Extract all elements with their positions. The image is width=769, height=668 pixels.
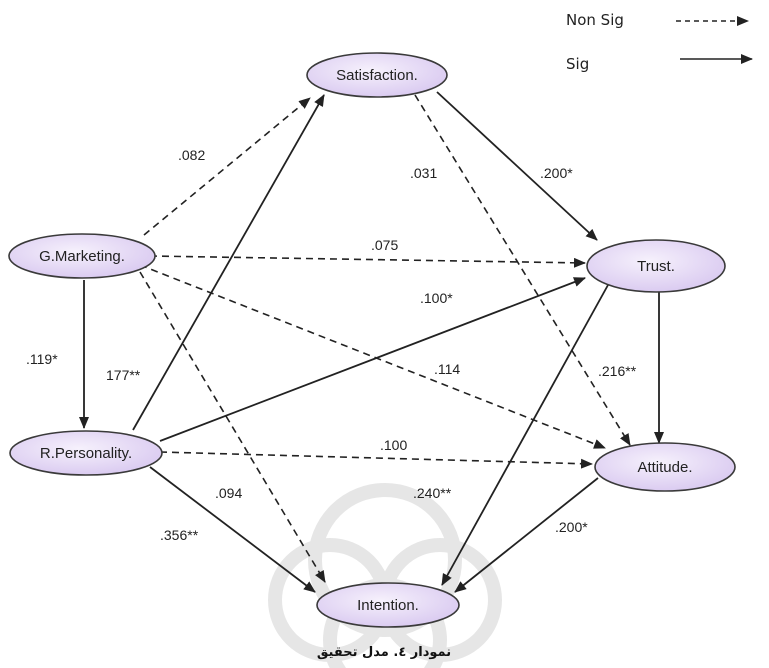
coef-trust-intention: .240**	[413, 485, 452, 501]
path-gmarketing-trust	[149, 255, 586, 268]
node-g-marketing: G.Marketing.	[8, 233, 156, 279]
path-gmarketing-attitude	[139, 264, 606, 449]
node-attitude-shape	[594, 442, 736, 492]
coef-gmarketing-trust: .075	[371, 237, 398, 253]
coef-rpersonality-satisfaction: 177**	[106, 367, 141, 383]
path-gmarketing-satisfaction	[143, 97, 311, 236]
node-g-marketing-label: G.Marketing.	[39, 248, 125, 265]
coef-trust-attitude: .216**	[598, 363, 637, 379]
node-intention-shape	[316, 582, 460, 628]
sig-paths	[79, 91, 664, 593]
coef-rpersonality-trust: .100*	[420, 290, 453, 306]
figure-caption: نمودار ٤. مدل تحقیق	[317, 645, 451, 660]
coef-attitude-intention: .200*	[555, 519, 588, 535]
node-r-personality-label: R.Personality.	[40, 445, 132, 462]
path-rpersonality-attitude	[159, 451, 593, 469]
node-trust: Trust.	[586, 239, 726, 293]
coef-satisfaction-trust: .200*	[540, 165, 573, 181]
coef-satisfaction-attitude: .031	[410, 165, 437, 181]
path-satisfaction-attitude	[414, 94, 631, 446]
nonsig-paths	[139, 94, 631, 583]
path-trust-intention	[441, 284, 609, 586]
node-intention-label: Intention.	[357, 597, 419, 614]
path-rpersonality-trust	[159, 277, 586, 442]
node-attitude-label: Attitude.	[637, 459, 692, 476]
coefficients: .082 .075 .119* .114 .094 177** .100* .1…	[26, 147, 637, 543]
node-r-personality-shape	[9, 430, 163, 476]
path-rpersonality-satisfaction	[132, 94, 325, 431]
node-r-personality: R.Personality.	[9, 430, 163, 476]
path-rpersonality-intention	[149, 466, 316, 593]
coef-gmarketing-satisfaction: .082	[178, 147, 205, 163]
watermark-ornament	[268, 483, 502, 668]
path-attitude-intention	[454, 477, 599, 593]
node-trust-label: Trust.	[637, 258, 675, 275]
coef-gmarketing-intention: .094	[215, 485, 242, 501]
node-intention: Intention.	[316, 582, 460, 628]
path-gmarketing-intention	[139, 271, 326, 583]
node-trust-shape	[586, 239, 726, 293]
path-satisfaction-trust	[436, 91, 598, 241]
node-satisfaction: Satisfaction.	[306, 52, 448, 98]
legend-nonsig-label: Non Sig	[566, 11, 624, 29]
node-attitude: Attitude.	[594, 442, 736, 492]
node-satisfaction-label: Satisfaction.	[336, 67, 418, 84]
coef-rpersonality-attitude: .100	[380, 437, 407, 453]
node-satisfaction-shape	[306, 52, 448, 98]
legend: Non Sig Sig	[566, 11, 753, 73]
node-g-marketing-shape	[8, 233, 156, 279]
coef-gmarketing-attitude: .114	[434, 361, 460, 377]
legend-sig-label: Sig	[566, 55, 589, 73]
coef-gmarketing-rpersonality: .119*	[26, 351, 58, 367]
coef-rpersonality-intention: .356**	[160, 527, 199, 543]
